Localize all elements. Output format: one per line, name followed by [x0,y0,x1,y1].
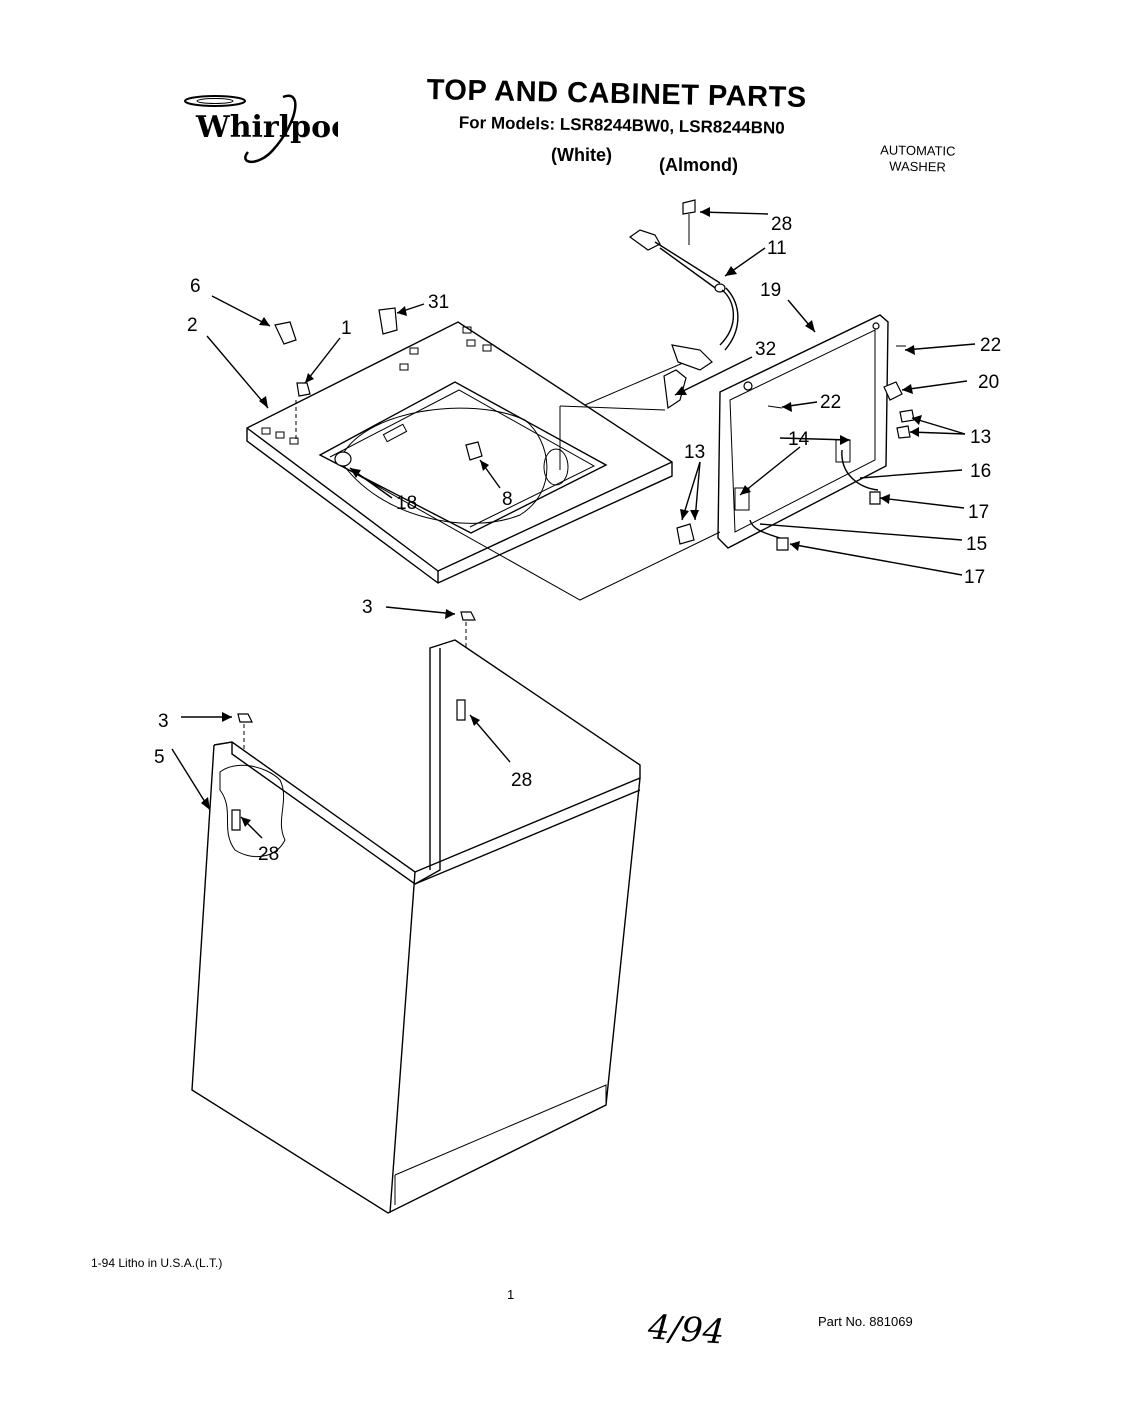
leader-lines [171,207,976,839]
nut-part [296,382,311,397]
callout-22-right: 22 [980,335,1001,356]
whirlpool-logo: Whirlpool [184,94,338,164]
washer-lid [676,314,915,551]
callout-5: 5 [154,747,165,768]
color-white-label: (White) [551,145,612,165]
callout-13-left: 13 [684,442,705,463]
washer-top [246,321,673,584]
svg-text:Whirlpool: Whirlpool [195,110,338,145]
callout-28-mid: 28 [511,770,532,791]
washer-cabinet [191,611,641,1214]
callout-19: 19 [760,280,781,301]
callout-28-lower: 28 [258,844,279,865]
color-almond-label: (Almond) [659,155,738,175]
callout-28-top: 28 [771,214,792,235]
callout-22-inner: 22 [820,392,841,413]
print-info: 1-94 Litho in U.S.A.(L.T.) [91,1256,223,1270]
part-number: Part No. 881069 [818,1314,913,1329]
callout-16: 16 [970,461,991,482]
callout-11: 11 [767,238,787,259]
bracket-part [378,307,398,335]
callout-18: 18 [396,493,417,514]
callout-15: 15 [966,534,987,555]
callout-31: 31 [428,292,449,313]
callout-3-lower: 3 [158,711,169,732]
callout-6: 6 [190,276,201,297]
callout-20: 20 [978,372,999,393]
callout-3-upper: 3 [362,597,373,618]
callout-2: 2 [187,315,198,336]
page-number: 1 [507,1287,515,1302]
clip-part [274,321,297,345]
callout-8: 8 [502,489,513,510]
lid-switch-harness [628,199,739,410]
callout-14: 14 [788,429,810,450]
handwritten-date: 4/94 [646,1307,726,1353]
callout-17-lower: 17 [964,567,985,588]
callout-1: 1 [341,318,352,339]
callout-17-upper: 17 [968,502,989,523]
callout-32: 32 [755,339,776,360]
callout-13-right: 13 [970,427,991,448]
screw-part [465,441,483,461]
